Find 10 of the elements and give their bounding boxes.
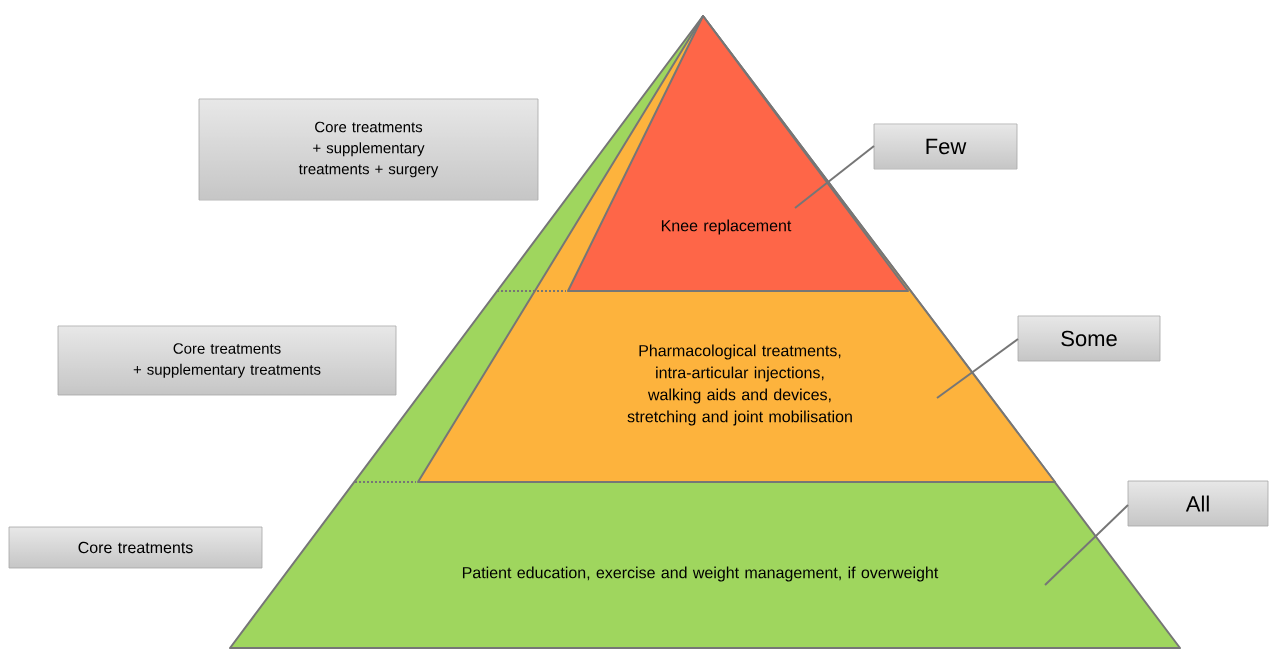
pyramid-layer: Knee replacement <box>567 15 909 292</box>
label-box: Some <box>1017 315 1161 362</box>
leader-line <box>794 145 875 209</box>
label-box: Core treatments + supplementary treatments <box>57 325 397 396</box>
label-box: Few <box>873 123 1018 170</box>
leader-line <box>936 338 1019 399</box>
label-box: Core treatments <box>8 526 263 569</box>
label-box: Core treatments + supplementary treatments + surgery <box>198 98 539 201</box>
leader-line <box>1044 504 1129 586</box>
label-box: All <box>1127 480 1269 527</box>
